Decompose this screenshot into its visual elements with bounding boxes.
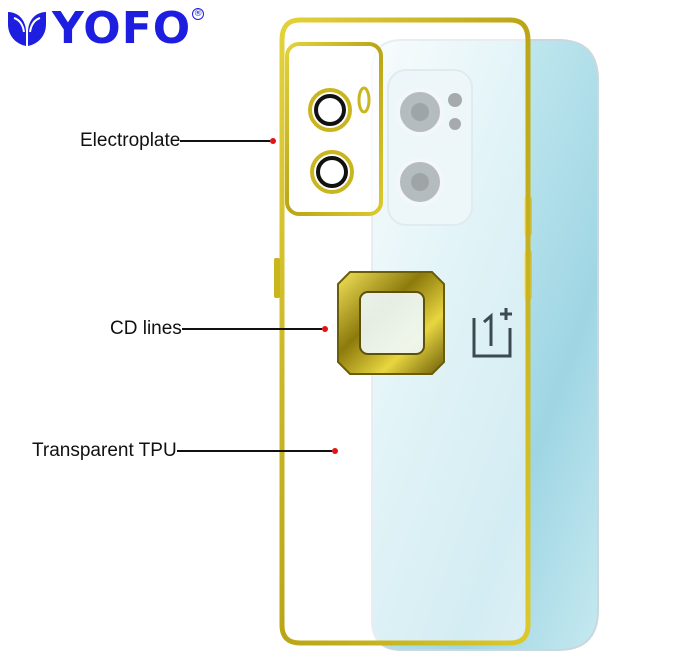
callout-label: Electroplate <box>80 130 181 151</box>
brand-name: YOFO <box>52 3 192 54</box>
yofo-leaf-logo-icon <box>8 12 46 46</box>
callout-line <box>180 140 271 142</box>
callout-dot <box>321 326 328 332</box>
ring-holder <box>337 271 445 375</box>
brand-logo: YOFO ® <box>4 3 205 54</box>
callout-electroplate: Electroplate <box>80 130 277 152</box>
callout-label: CD lines <box>110 318 182 339</box>
oneplus-logo-icon <box>472 308 512 358</box>
registered-mark: ® <box>192 8 205 20</box>
callout-dot <box>331 448 338 454</box>
callout-cd-lines: CD lines <box>110 318 328 340</box>
callout-line <box>181 328 322 330</box>
callout-line <box>176 450 332 452</box>
callout-transparent-tpu: Transparent TPU <box>32 440 338 462</box>
callout-dot <box>270 138 277 144</box>
callout-label: Transparent TPU <box>32 440 177 461</box>
